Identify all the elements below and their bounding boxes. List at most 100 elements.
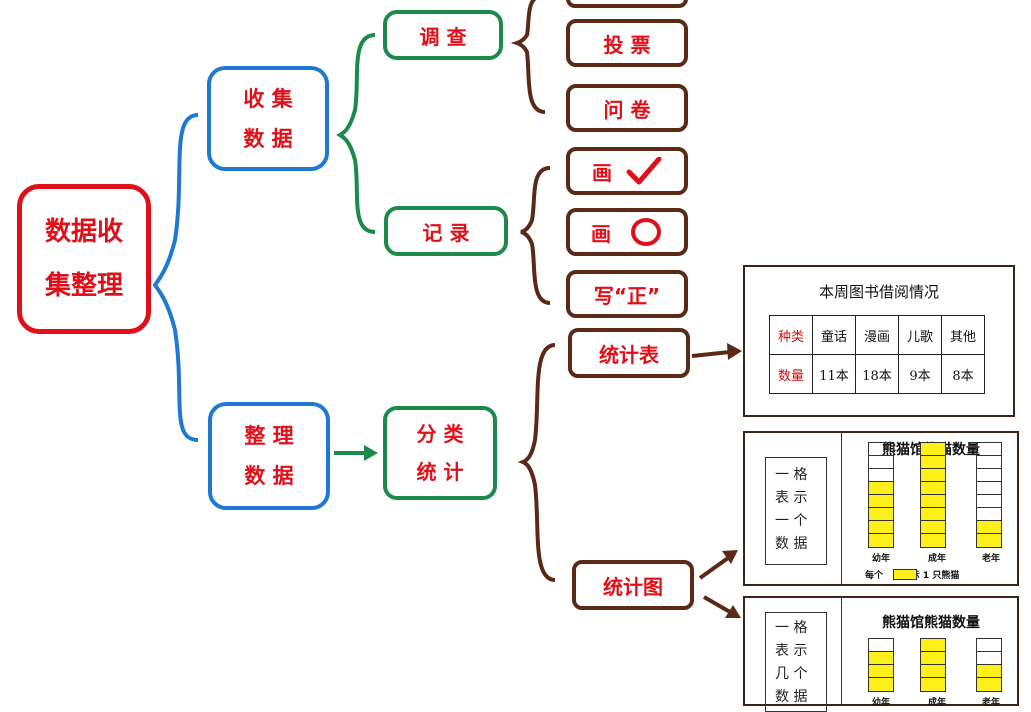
- bar-cell: [977, 665, 1001, 678]
- draw-circle-node: 画: [566, 208, 688, 256]
- record-label: 记 录: [422, 220, 470, 245]
- bar-cell: [869, 534, 893, 547]
- bar-成年: [920, 442, 946, 548]
- classify-line-2: 统 计: [416, 460, 464, 484]
- table-data-row: 数量 11本 18本 9本 8本: [769, 354, 985, 394]
- stat-chart-label: 统计图: [603, 574, 663, 599]
- bar-幼年: [868, 442, 894, 548]
- bar-cell: [921, 495, 945, 508]
- bar-cell: [977, 443, 1001, 456]
- bar-cell: [921, 639, 945, 652]
- bar-cell: [921, 678, 945, 691]
- collect-line-1: 收 集: [243, 86, 293, 111]
- chart1-x-label: 老年: [981, 554, 1000, 564]
- chart1-legend-swatch: [893, 569, 917, 580]
- bar-cell: [921, 469, 945, 482]
- chart1-x-label: 幼年: [871, 554, 890, 564]
- chart2-note-line-3: 几 个: [775, 666, 808, 682]
- organize-data-node: 整 理 数 据: [208, 402, 330, 510]
- chart-panel-1: 一 格 表 示 一 个 数 据 熊猫馆熊猫数量 幼年 成年 老年 每个 表示 1…: [743, 431, 1019, 586]
- table-cell: 11本: [812, 354, 856, 394]
- chart1-note-line-3: 一 个: [775, 513, 808, 529]
- vote-node: 投 票: [566, 19, 688, 67]
- bar-cell: [921, 443, 945, 456]
- bar-cell: [869, 639, 893, 652]
- bar-cell: [977, 534, 1001, 547]
- table-cell: 其他: [941, 315, 985, 355]
- questionnaire-label: 问 卷: [603, 97, 651, 122]
- table-cell: 童话: [812, 315, 856, 355]
- chart1-note-line-2: 表 示: [775, 490, 808, 506]
- chart1-note-box: [765, 457, 827, 565]
- collect-data-node: 收 集 数 据: [207, 66, 329, 171]
- table-cell: 9本: [898, 354, 942, 394]
- chart2-x-label: 幼年: [871, 698, 890, 708]
- stat-table-panel: 本周图书借阅情况 种类 童话 漫画 儿歌 其他 数量 11本 18本 9本 8本: [743, 265, 1015, 417]
- bar-cell: [869, 521, 893, 534]
- chart2-x-label: 老年: [981, 698, 1000, 708]
- bar-cell: [869, 482, 893, 495]
- table-cell: 8本: [941, 354, 985, 394]
- bar-cell: [977, 639, 1001, 652]
- chart-panel-2: 一 格 表 示 几 个 数 据 熊猫馆熊猫数量 幼年 成年 老年: [743, 596, 1019, 712]
- draw-circle-label: 画: [591, 221, 611, 246]
- classify-node: 分 类 统 计: [383, 406, 497, 500]
- checkmark-icon: [626, 157, 662, 185]
- organize-line-1: 整 理: [244, 424, 294, 448]
- bar-老年: [976, 638, 1002, 692]
- draw-check-node: 画: [566, 147, 688, 195]
- bar-cell: [921, 534, 945, 547]
- bar-老年: [976, 442, 1002, 548]
- bar-cell: [977, 652, 1001, 665]
- bar-cell: [869, 456, 893, 469]
- bar-cell: [869, 495, 893, 508]
- bar-cell: [869, 443, 893, 456]
- table-header-row: 种类 童话 漫画 儿歌 其他: [769, 315, 985, 355]
- chart1-x-label: 成年: [927, 554, 946, 564]
- chart2-divider: [841, 598, 842, 704]
- bar-cell: [977, 508, 1001, 521]
- bar-cell: [921, 665, 945, 678]
- bar-幼年: [868, 638, 894, 692]
- write-zheng-node: 写“正”: [566, 270, 688, 318]
- vote-label: 投 票: [603, 32, 651, 57]
- table-cell: 种类: [769, 315, 813, 355]
- chart1-note-line-4: 数 据: [775, 536, 808, 552]
- chart1-divider: [841, 433, 842, 584]
- survey-label: 调 查: [419, 24, 467, 49]
- table-title: 本周图书借阅情况: [818, 283, 939, 301]
- record-node: 记 录: [384, 206, 508, 256]
- bar-cell: [921, 456, 945, 469]
- bar-cell: [977, 469, 1001, 482]
- chart2-note-line-4: 数 据: [775, 689, 808, 705]
- bar-cell: [977, 456, 1001, 469]
- bar-cell: [869, 678, 893, 691]
- chart2-note-line-1: 一 格: [775, 620, 808, 636]
- table-cell: 数量: [769, 354, 813, 394]
- classify-line-1: 分 类: [416, 422, 464, 446]
- bar-cell: [869, 665, 893, 678]
- survey-node: 调 查: [383, 10, 503, 60]
- bar-成年: [920, 638, 946, 692]
- table-cell: 18本: [855, 354, 899, 394]
- bar-cell: [977, 521, 1001, 534]
- stat-table: 种类 童话 漫画 儿歌 其他 数量 11本 18本 9本 8本: [769, 315, 985, 394]
- collect-line-2: 数 据: [243, 126, 293, 151]
- bar-cell: [921, 482, 945, 495]
- root-node: 数据收 集整理: [17, 184, 151, 334]
- draw-check-label: 画: [592, 160, 612, 185]
- chart2-x-label: 成年: [927, 698, 946, 708]
- bar-cell: [921, 521, 945, 534]
- bar-cell: [921, 652, 945, 665]
- circle-icon: [631, 218, 661, 246]
- chart2-title: 熊猫馆熊猫数量: [882, 615, 980, 631]
- table-cell: 儿歌: [898, 315, 942, 355]
- bar-cell: [869, 508, 893, 521]
- root-line-1: 数据收: [44, 217, 123, 247]
- questionnaire-node: 问 卷: [566, 84, 688, 132]
- stat-chart-node: 统计图: [572, 560, 694, 610]
- bar-cell: [869, 469, 893, 482]
- root-line-2: 集整理: [44, 271, 123, 301]
- bar-cell: [869, 652, 893, 665]
